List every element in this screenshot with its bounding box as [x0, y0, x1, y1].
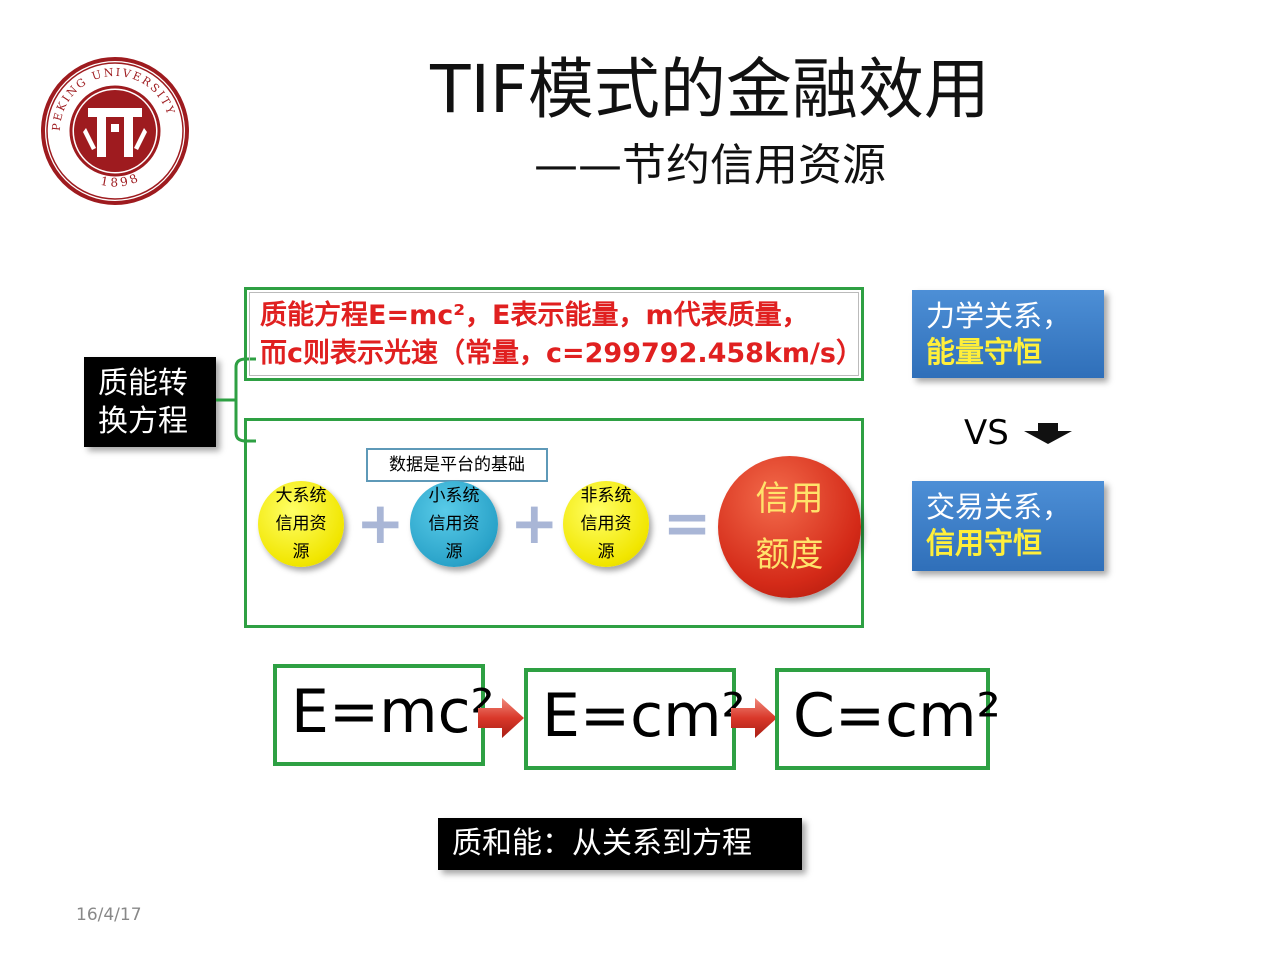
equation-box: E=mc² — [273, 664, 495, 766]
credit-limit-line2: 额度 — [755, 535, 824, 575]
vs-label: VS — [964, 413, 1009, 453]
right-arrow-icon — [731, 698, 777, 738]
formula-text: 质能方程E=mc²，E表示能量，m代表质量， 而c则表示光速（常量，c=2997… — [249, 292, 863, 376]
mass-energy-label-line2: 换方程 — [98, 404, 188, 439]
circle-text: 源 — [597, 542, 615, 562]
trade-relation-box: 交易关系， 信用守恒 — [912, 481, 1104, 571]
credit-limit-circle: 信用 额度 — [718, 456, 861, 598]
formula-frame — [244, 287, 864, 381]
non-system-credit-circle: 非系统 信用资 源 — [563, 481, 649, 567]
mass-energy-label-line1: 质能转 — [98, 366, 188, 401]
slide-date: 16/4/17 — [76, 905, 142, 925]
credit-resource-frame — [244, 418, 864, 628]
plus-sign: + — [356, 489, 405, 557]
plus-sign: + — [510, 489, 559, 557]
circle-text: 信用资 — [275, 514, 327, 534]
data-basis-label: 数据是平台的基础 — [366, 448, 548, 482]
circle-text: 信用资 — [580, 514, 632, 534]
big-system-credit-circle: 大系统 信用资 源 — [258, 481, 344, 567]
formula-line2: 而c则表示光速（常量，c=299792.458km/s） — [260, 338, 863, 369]
peking-university-logo: PEKING UNIVERSITY 1898 — [41, 57, 189, 205]
circle-text: 源 — [445, 542, 463, 562]
equation-box: C=cm² — [775, 668, 1001, 770]
caption-box: 质和能：从关系到方程 — [438, 818, 802, 870]
right-arrow-icon — [478, 698, 524, 738]
mechanics-line2: 能量守恒 — [926, 335, 1043, 369]
mechanics-relation-box: 力学关系， 能量守恒 — [912, 290, 1104, 378]
mechanics-line1: 力学关系， — [926, 299, 1072, 333]
formula-line1: 质能方程E=mc²，E表示能量，m代表质量， — [260, 300, 809, 331]
trade-line1: 交易关系， — [926, 490, 1072, 524]
mass-energy-label: 质能转 换方程 — [84, 357, 216, 447]
slide-subtitle: ——节约信用资源 — [534, 140, 886, 191]
slide-title: TIF模式的金融效用 — [430, 51, 990, 128]
circle-text: 信用资 — [428, 514, 480, 534]
equation-box: E=cm² — [524, 668, 746, 770]
down-arrow-icon — [1024, 423, 1072, 444]
credit-limit-line1: 信用 — [755, 479, 824, 519]
trade-line2: 信用守恒 — [926, 526, 1043, 560]
small-system-credit-circle: 小系统 信用资 源 — [410, 481, 498, 567]
circle-text: 非系统 — [580, 486, 632, 506]
circle-text: 大系统 — [275, 486, 327, 506]
circle-text: 小系统 — [428, 486, 480, 506]
circle-text: 源 — [292, 542, 310, 562]
equals-sign: = — [662, 489, 712, 557]
